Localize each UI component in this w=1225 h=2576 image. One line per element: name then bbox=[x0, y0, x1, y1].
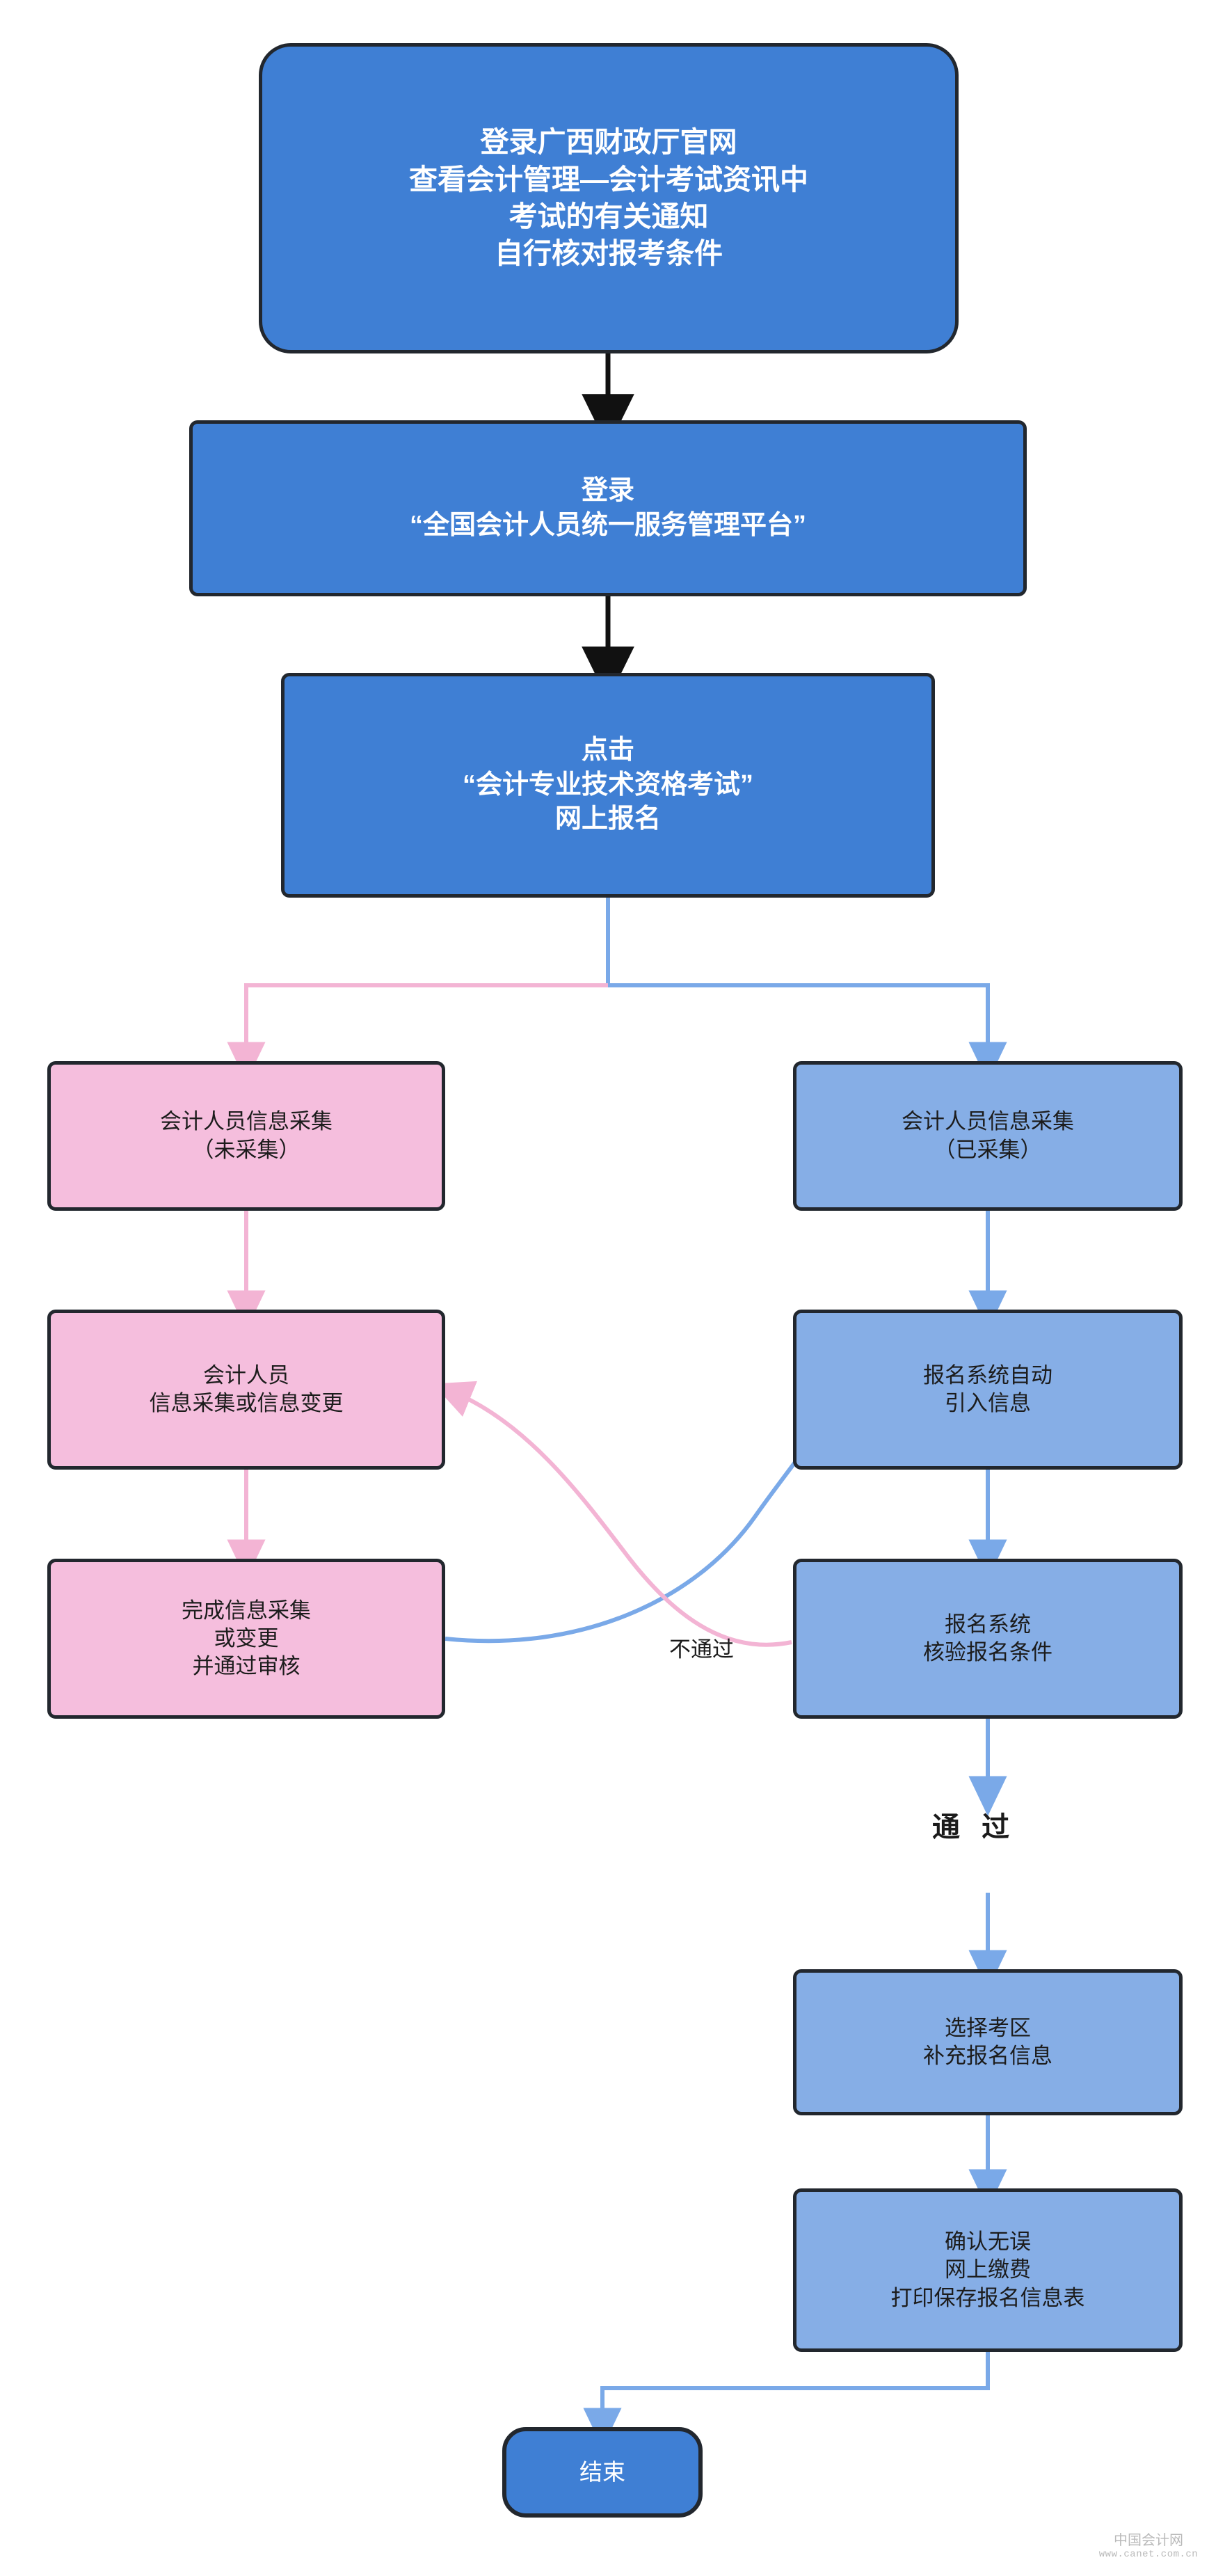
node-not-collected[interactable]: 会计人员信息采集 （未采集） bbox=[47, 1061, 445, 1211]
edge-finish-to-autoimport bbox=[445, 1374, 857, 1644]
node-auto-import[interactable]: 报名系统自动 引入信息 bbox=[793, 1310, 1183, 1470]
node-choose-area[interactable]: 选择考区 补充报名信息 bbox=[793, 1969, 1183, 2115]
node-click-exam[interactable]: 点击 “会计专业技术资格考试” 网上报名 bbox=[281, 673, 935, 898]
node-login-platform[interactable]: 登录 “全国会计人员统一服务管理平台” bbox=[189, 420, 1027, 596]
node-finish-collect[interactable]: 完成信息采集 或变更 并通过审核 bbox=[47, 1559, 445, 1719]
edge-label-pass: 通 过 bbox=[932, 1812, 1017, 1843]
node-verify-conditions[interactable]: 报名系统 核验报名条件 bbox=[793, 1559, 1183, 1719]
node-collect-or-change[interactable]: 会计人员 信息采集或信息变更 bbox=[47, 1310, 445, 1470]
node-collected[interactable]: 会计人员信息采集 （已采集） bbox=[793, 1061, 1183, 1211]
edge-split-to-not-collected bbox=[227, 983, 608, 1083]
edge-verify-to-collect-fail bbox=[433, 1381, 792, 1647]
node-end[interactable]: 结束 bbox=[502, 2427, 703, 2518]
watermark: 中国会计网 www.canet.com.cn bbox=[1082, 2533, 1215, 2560]
edge-split-to-collected bbox=[608, 983, 1007, 1083]
watermark-site: 中国会计网 bbox=[1114, 2533, 1183, 2548]
edge-confirm-to-end bbox=[583, 2352, 990, 2449]
watermark-url: www.canet.com.cn bbox=[1098, 2549, 1199, 2560]
node-confirm-pay[interactable]: 确认无误 网上缴费 打印保存报名信息表 bbox=[793, 2188, 1183, 2352]
edge-label-fail: 不通过 bbox=[669, 1637, 734, 1662]
node-start[interactable]: 登录广西财政厅官网 查看会计管理—会计考试资讯中 考试的有关通知 自行核对报考条… bbox=[259, 43, 959, 353]
